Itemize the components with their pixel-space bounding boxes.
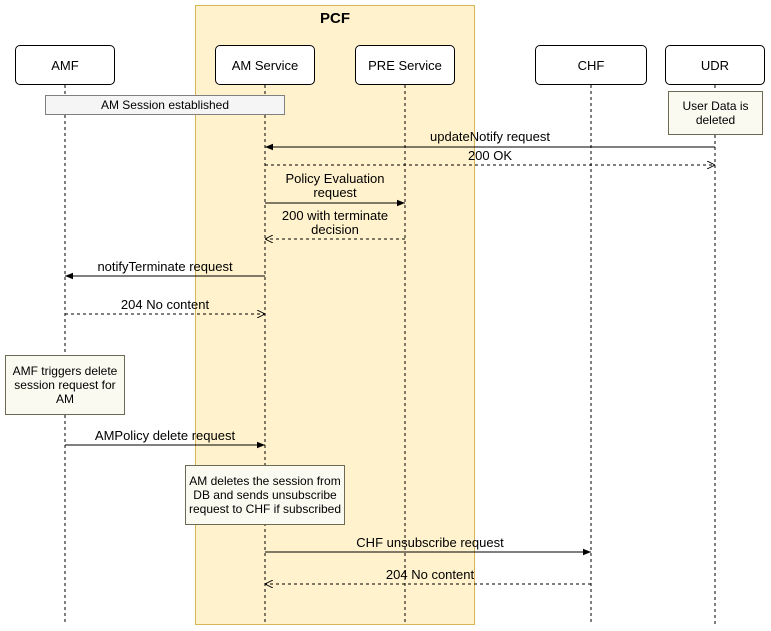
msg-terminate-decision-label: 200 with terminate decision xyxy=(281,208,389,237)
msg-notify-terminate-label: notifyTerminate request xyxy=(97,259,233,274)
note-am-deletes-session: AM deletes the session from DB and sends… xyxy=(185,465,345,525)
msg-ampolicy-delete-label: AMPolicy delete request xyxy=(94,428,236,443)
msg-update-notify-label: updateNotify request xyxy=(430,129,550,144)
lane-pre-service: PRE Service xyxy=(355,45,455,85)
msg-200-ok-label: 200 OK xyxy=(467,148,513,163)
lane-am-service: AM Service xyxy=(215,45,315,85)
lane-udr: UDR xyxy=(665,45,765,85)
msg-policy-evaluation-label: Policy Evaluation request xyxy=(285,171,385,200)
msg-204-no-content-2-label: 204 No content xyxy=(385,567,475,582)
lane-chf: CHF xyxy=(535,45,647,85)
note-user-data-deleted: User Data is deleted xyxy=(668,91,763,135)
lane-amf: AMF xyxy=(15,45,115,85)
note-amf-triggers-delete: AMF triggers delete session request for … xyxy=(5,355,125,415)
pcf-title: PCF xyxy=(320,10,350,27)
msg-chf-unsubscribe-label: CHF unsubscribe request xyxy=(356,535,504,550)
note-am-session-established: AM Session established xyxy=(45,95,285,115)
msg-204-no-content-1-label: 204 No content xyxy=(120,297,210,312)
